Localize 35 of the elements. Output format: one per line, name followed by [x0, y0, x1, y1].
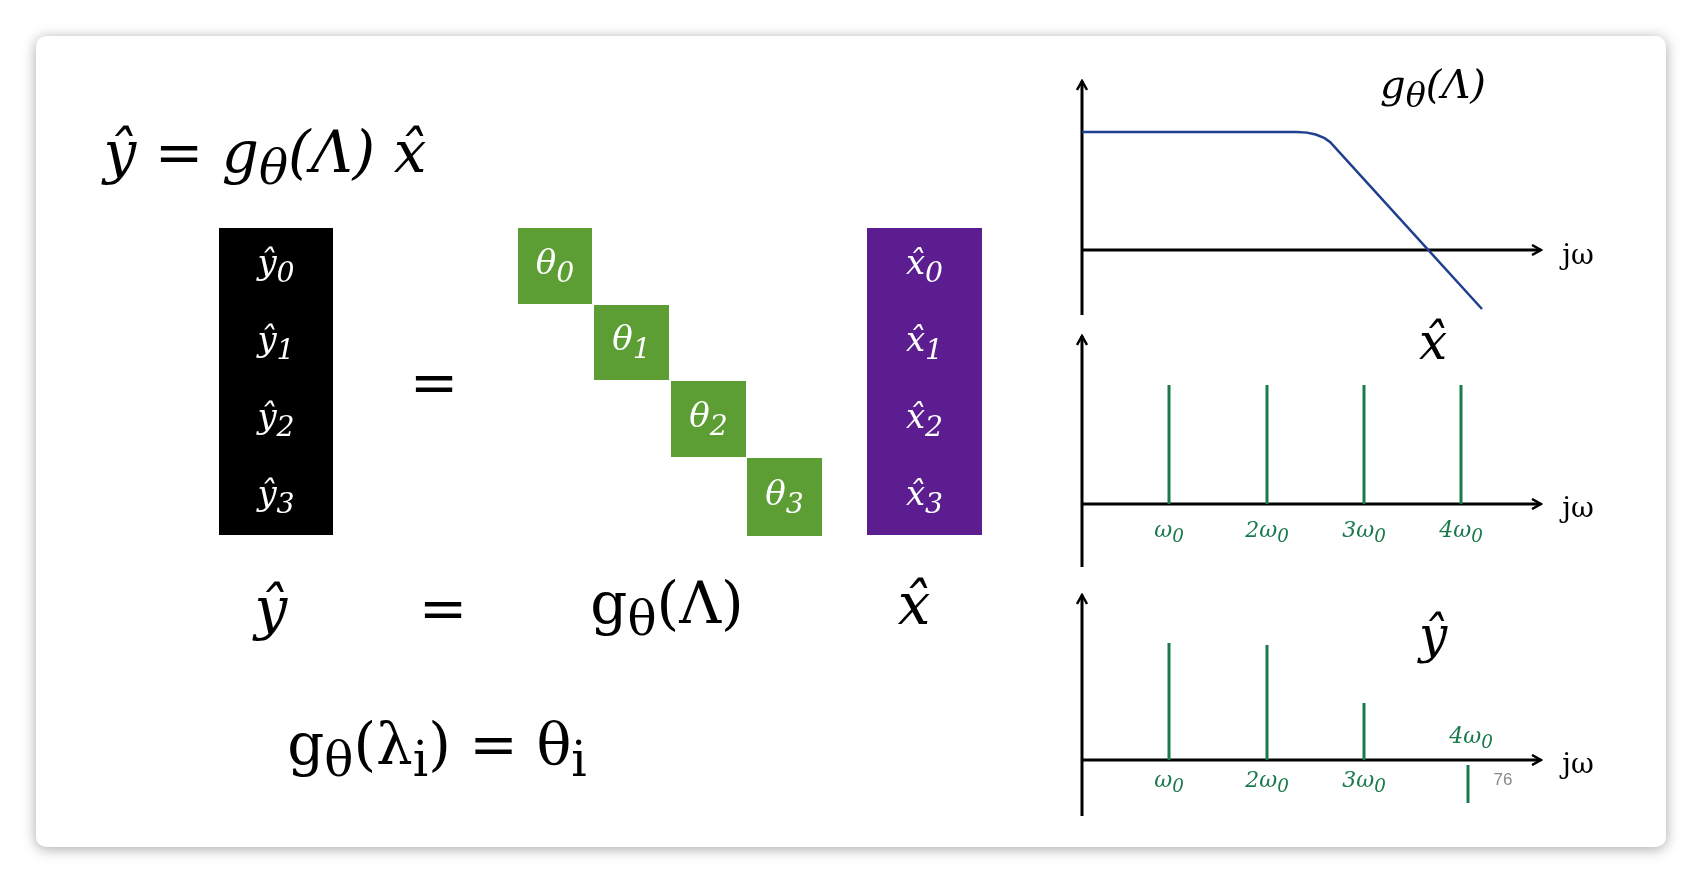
- vector-entry: θ$_{3}$: [765, 475, 804, 519]
- vector-symbol: x̂: [897, 575, 931, 633]
- vector-entry: ŷ$_{3}$: [257, 475, 295, 518]
- equals-sign: =: [418, 579, 468, 637]
- vector-column: [219, 228, 333, 535]
- vector-entry: x̂$_{2}$: [905, 398, 944, 441]
- vector-entry: θ$_{0}$: [535, 244, 575, 288]
- diagonal-entry-square: [747, 458, 822, 536]
- plot-title: x̂: [1418, 317, 1448, 367]
- vector-entry: x̂$_{0}$: [905, 245, 944, 288]
- plot-title: g$_{θ}$(Λ): [1380, 63, 1486, 113]
- tick-label: 2ω$_{0}$: [1245, 768, 1289, 796]
- vector-entry: θ$_{2}$: [689, 397, 728, 441]
- tick-label: 3ω$_{0}$: [1342, 768, 1386, 796]
- vector-entry: ŷ$_{2}$: [257, 398, 295, 441]
- vector-entry: x̂$_{3}$: [905, 475, 944, 518]
- vector-column: [867, 228, 982, 535]
- tick-label: 4ω$_{0}$: [1439, 518, 1483, 546]
- tick-label: 2ω$_{0}$: [1245, 518, 1289, 546]
- tick-label: ω$_{0}$: [1154, 768, 1184, 796]
- page-number: 76: [1493, 770, 1513, 788]
- tick-label: 3ω$_{0}$: [1342, 518, 1386, 546]
- equals-sign: =: [409, 353, 459, 411]
- vector-entry: ŷ$_{1}$: [257, 322, 295, 365]
- diagonal-entry-square: [518, 228, 592, 304]
- vector-entry: ŷ$_{0}$: [257, 245, 295, 288]
- formula: g$_{θ}$(λ$_{i}$) = θ$_{i}$: [287, 714, 587, 784]
- function-symbol: g$_{θ}$(Λ): [590, 573, 744, 643]
- vector-entry: θ$_{1}$: [612, 321, 651, 364]
- tick-label: 4ω$_{0}$: [1449, 724, 1493, 752]
- vector-entry: x̂$_{1}$: [905, 322, 944, 365]
- tick-label: ω$_{0}$: [1154, 518, 1184, 546]
- formula: ŷ = g$_{θ}$(Λ) x̂: [103, 122, 427, 192]
- diagonal-entry-square: [671, 381, 746, 457]
- diagonal-entry-square: [594, 305, 669, 380]
